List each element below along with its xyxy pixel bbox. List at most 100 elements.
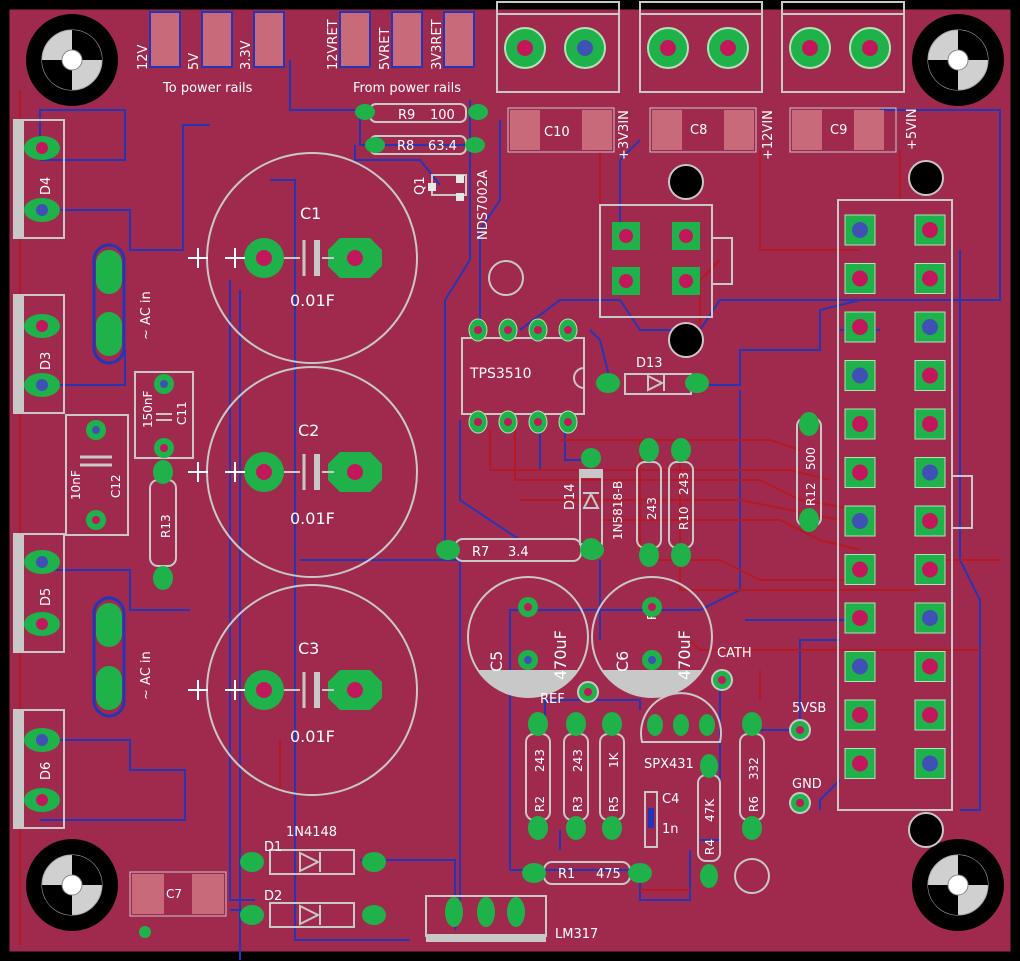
atx-pin-pad (844, 311, 876, 343)
r7-resistor (436, 538, 604, 562)
label-ac-in-bottom: ~ AC in (139, 651, 154, 700)
atx-pin-drill (852, 319, 868, 335)
label-12vin: +12VIN (761, 110, 776, 160)
c5-capacitor (467, 576, 589, 698)
atx-pin-drill (852, 464, 868, 481)
d5-diode (13, 533, 65, 653)
plus-markers (188, 248, 245, 700)
atx-pin-drill (852, 707, 868, 723)
label-3v3ret: 3V3RET (430, 19, 445, 70)
d3-diode (13, 294, 65, 414)
label-c5-value: 470uF (551, 630, 570, 680)
label-r9-value: 100 (430, 108, 455, 123)
atx-pin-drill (922, 610, 938, 626)
spx431-regulator (640, 692, 722, 743)
r10-resistor (668, 438, 694, 567)
label-12v: 12V (136, 44, 151, 70)
tps3510-pin-drill (564, 326, 572, 334)
label-c12: C12 (109, 474, 123, 498)
test-pads (577, 669, 811, 814)
label-q1: Q1 (413, 176, 428, 195)
c8-capacitor (649, 107, 757, 153)
atx-pin-drill (922, 319, 938, 335)
c2-capacitor (206, 366, 418, 578)
r4-resistor (697, 754, 721, 888)
atx-pin-drill (922, 367, 938, 384)
atx-pin-drill (852, 561, 868, 578)
c9-capacitor (789, 107, 897, 153)
c6-capacitor (591, 576, 713, 698)
tps3510-pin-drill (504, 418, 512, 426)
atx-pin-pad (914, 651, 946, 682)
label-c11: C11 (175, 401, 189, 425)
q1-transistor (428, 174, 467, 201)
label-r9: R9 (398, 108, 415, 123)
label-from-power-rails: From power rails (353, 81, 461, 96)
label-r5-value: 1K (607, 751, 621, 768)
label-c1: C1 (300, 204, 321, 223)
rectifier-diodes (13, 119, 65, 829)
atx-pin-drill (922, 464, 938, 481)
label-c1-value: 0.01F (290, 291, 335, 310)
label-r1: R1 (558, 867, 575, 882)
d6-diode (13, 709, 65, 829)
label-c3: C3 (298, 639, 319, 658)
label-5v: 5V (187, 53, 202, 70)
output-jumpers (149, 11, 475, 68)
label-r4: R4 (703, 839, 717, 855)
label-c9: C9 (830, 123, 847, 138)
label-5vsb: 5VSB (792, 701, 826, 716)
tps3510-ic (461, 318, 585, 434)
label-33v: 3.3V (239, 40, 254, 70)
atx-pin-drill (922, 416, 938, 432)
label-c7: C7 (166, 887, 182, 901)
terminal-blocks (496, 1, 905, 93)
bulk-capacitors (188, 152, 418, 796)
atx-pin-drill (852, 610, 868, 626)
label-r2-value: 243 (533, 749, 547, 772)
label-c11-value: 150nF (141, 390, 155, 428)
label-c10: C10 (544, 125, 570, 140)
d13-diode (596, 373, 709, 395)
label-c6: C6 (613, 651, 632, 672)
atx-pin-drill (922, 561, 938, 578)
atx-pin-drill (852, 658, 868, 675)
tps3510-pin-drill (564, 418, 572, 426)
mount-hole-tr (912, 14, 1004, 106)
label-d3: D3 (39, 352, 54, 370)
label-d5: D5 (39, 588, 54, 606)
r5-resistor (599, 712, 625, 840)
label-r13: R13 (159, 514, 173, 538)
c7-capacitor (129, 871, 227, 938)
label-r8: R8 (397, 139, 414, 154)
label-d6: D6 (39, 762, 54, 780)
terminal-block-2 (639, 1, 763, 93)
atx-pin-drill (852, 270, 868, 287)
tps3510-pin-drill (474, 418, 482, 426)
bottom-traces (39, 60, 1001, 960)
label-r8-value: 63.4 (428, 139, 457, 154)
d1-diode (240, 849, 386, 875)
atx-pin-drill (922, 270, 938, 287)
label-r3: R3 (571, 796, 585, 812)
ac-in-pads (92, 243, 126, 718)
label-nds7002a: NDS7002A (476, 170, 491, 240)
atx-pin-drill (922, 707, 938, 723)
label-r7-value: 3.4 (508, 545, 529, 560)
label-gnd: GND (792, 777, 822, 792)
tps3510-pin-drill (504, 326, 512, 334)
label-ref: REF (540, 692, 565, 707)
label-r2: R2 (533, 796, 547, 812)
label-1n4148: 1N4148 (286, 825, 337, 840)
mount-hole-br (912, 839, 1004, 931)
r13-resistor (149, 460, 177, 590)
label-d1: D1 (264, 840, 282, 855)
label-r12: R12 (804, 482, 818, 506)
label-12vret: 12VRET (326, 19, 341, 70)
r11-resistor (636, 438, 662, 567)
label-r11-value: 243 (645, 497, 659, 520)
unplated-holes (488, 160, 944, 894)
label-r1-value: 475 (596, 867, 621, 882)
label-d2: D2 (264, 889, 282, 904)
label-c5: C5 (487, 651, 506, 672)
